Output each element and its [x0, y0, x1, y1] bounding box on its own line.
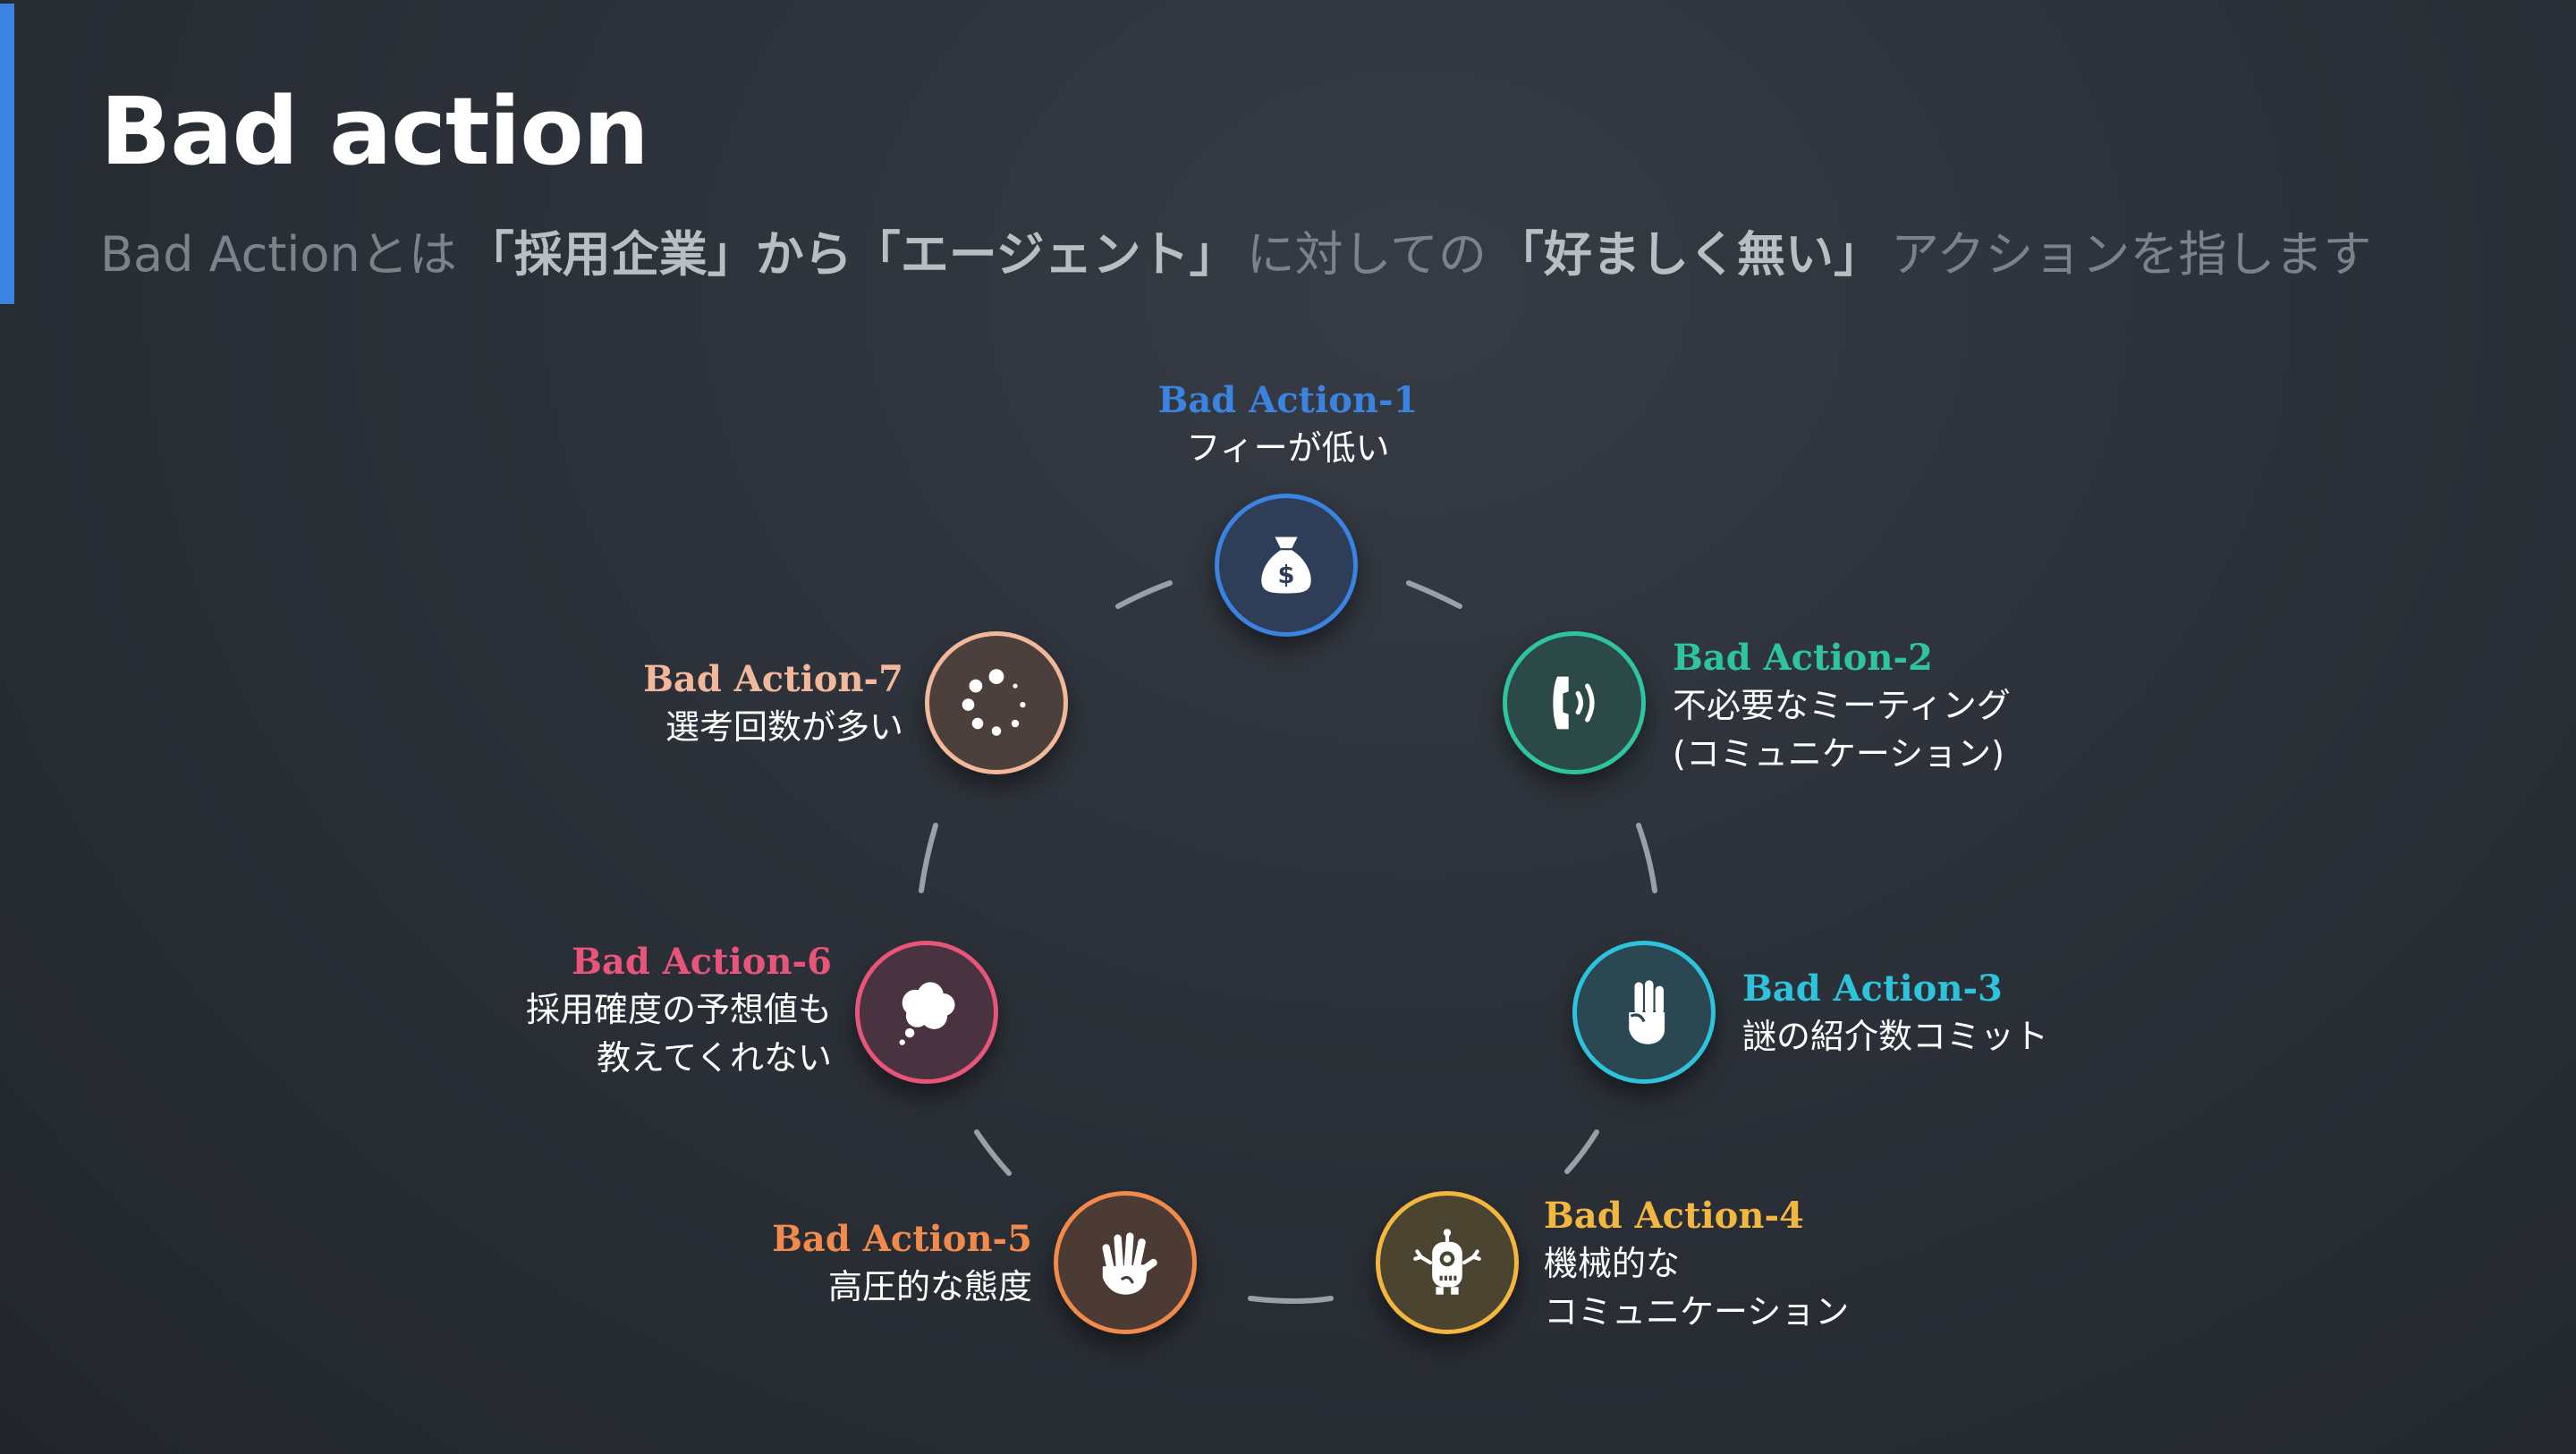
- arc-6-7: [919, 823, 938, 893]
- action-title: Bad Action-4: [1544, 1195, 1804, 1237]
- three-fingers-icon: [1629, 980, 1665, 1044]
- label-bad-action-2: Bad Action-2 不必要なミーティング (コミュニケーション): [1673, 635, 2011, 778]
- page-title: Bad action: [100, 77, 649, 186]
- thought-bubble-icon: [899, 982, 955, 1045]
- action-text-line-2: 教えてくれない: [597, 1038, 832, 1078]
- node-bad-action-1: $: [1215, 494, 1358, 637]
- arc-4-5: [1248, 1296, 1334, 1304]
- label-bad-action-7: Bad Action-7 選考回数が多い: [546, 656, 903, 751]
- action-title: Bad Action-2: [1673, 637, 1933, 679]
- node-bad-action-6: [855, 941, 998, 1084]
- subtitle-part-1: Bad Actionとは: [100, 226, 457, 283]
- subtitle-bold-2: 「好ましく無い」: [1496, 226, 1883, 283]
- subtitle-part-2: に対しての: [1246, 226, 1487, 283]
- arc-7-1: [1115, 580, 1173, 609]
- accent-bar: [0, 4, 14, 304]
- arc-3-4: [1564, 1129, 1599, 1174]
- action-title: Bad Action-1: [1157, 379, 1419, 421]
- action-text: 謎の紹介数コミット: [1742, 1017, 2049, 1056]
- money-bag-icon: $: [1261, 537, 1311, 594]
- label-bad-action-3: Bad Action-3 謎の紹介数コミット: [1742, 966, 2048, 1061]
- action-title: Bad Action-6: [572, 941, 832, 983]
- subtitle-part-3: アクションを指します: [1891, 226, 2372, 283]
- action-text-line-1: 不必要なミーティング: [1673, 686, 2011, 725]
- arc-5-6: [974, 1129, 1012, 1176]
- action-title: Bad Action-7: [643, 658, 903, 700]
- action-text-line-1: 採用確度の予想値も: [525, 990, 832, 1029]
- label-bad-action-5: Bad Action-5 高圧的な態度: [764, 1216, 1032, 1311]
- action-text-line-1: 機械的な: [1544, 1244, 1681, 1283]
- node-bad-action-7: [925, 631, 1068, 774]
- action-title: Bad Action-5: [772, 1218, 1032, 1260]
- action-text: 選考回数が多い: [665, 707, 903, 747]
- node-bad-action-2: [1503, 631, 1646, 774]
- action-text: フィーが低い: [1186, 428, 1390, 468]
- label-bad-action-4: Bad Action-4 機械的な コミュニケーション: [1544, 1193, 1849, 1336]
- label-bad-action-1: Bad Action-1 フィーが低い: [1109, 377, 1467, 472]
- node-bad-action-4: [1376, 1191, 1519, 1334]
- arc-1-2: [1406, 580, 1462, 609]
- label-bad-action-6: Bad Action-6 採用確度の予想値も 教えてくれない: [474, 939, 832, 1082]
- phone-icon: [1553, 676, 1595, 730]
- node-bad-action-5: [1054, 1191, 1197, 1334]
- action-text: 高圧的な態度: [827, 1267, 1032, 1306]
- subtitle-bold-1: 「採用企業」から「エージェント」: [465, 226, 1238, 283]
- action-text-line-2: (コミュニケーション): [1673, 734, 2004, 773]
- svg-text:$: $: [1278, 562, 1295, 589]
- arc-2-3: [1636, 823, 1657, 893]
- node-bad-action-3: [1572, 941, 1716, 1084]
- spinner-icon: [962, 669, 1026, 736]
- action-title: Bad Action-3: [1742, 968, 2003, 1010]
- hand-icon: [1102, 1232, 1157, 1295]
- action-text-line-2: コミュニケーション: [1544, 1292, 1850, 1331]
- robot-icon: [1413, 1229, 1481, 1295]
- subtitle: Bad Actionとは「採用企業」から「エージェント」に対しての「好ましく無い…: [100, 215, 2380, 285]
